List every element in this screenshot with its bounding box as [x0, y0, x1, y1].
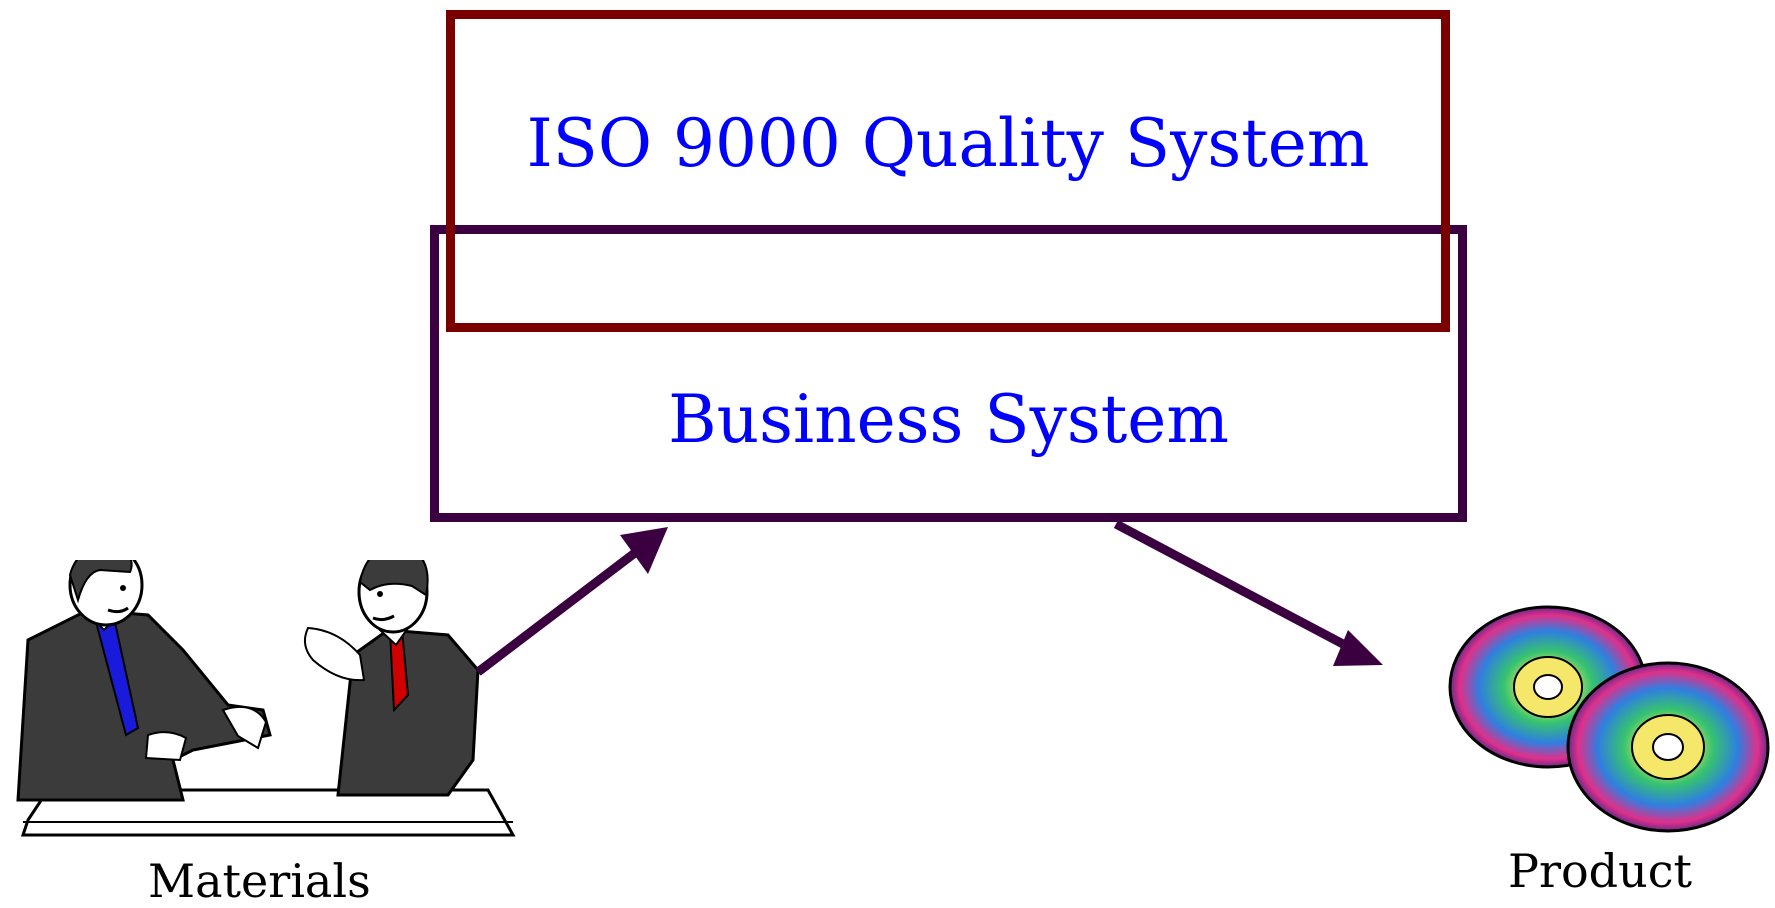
iso-quality-system-box: ISO 9000 Quality System [446, 10, 1450, 332]
business-system-box: Business System [430, 225, 1467, 522]
iso-quality-system-title: ISO 9000 Quality System [526, 105, 1370, 182]
right-businessman [303, 560, 480, 797]
businessmen-meeting-image [16, 560, 516, 837]
materials-label: Materials [148, 854, 371, 908]
input-arrow [475, 527, 668, 676]
output-arrow [1113, 520, 1383, 666]
front-disc [1566, 661, 1770, 833]
business-system-title: Business System [668, 381, 1229, 458]
product-label: Product [1508, 844, 1692, 898]
left-businessman [16, 560, 272, 802]
compact-discs-image [1448, 605, 1770, 833]
